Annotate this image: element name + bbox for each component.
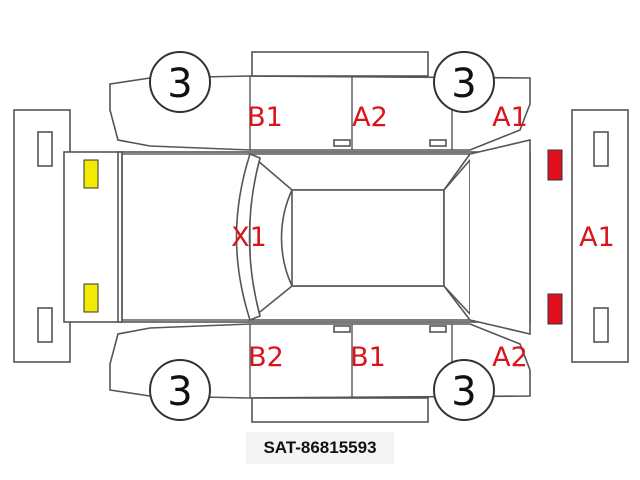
side-skirt-right	[251, 397, 429, 423]
rear-bumper	[571, 109, 629, 363]
wheel-grade-rear-left: 3	[451, 61, 476, 107]
damage-code-rear-door-left: A2	[352, 102, 388, 133]
wheel-rear-right: 3	[433, 359, 495, 421]
damage-code-rear-door-right: B1	[350, 342, 386, 373]
wheel-front-right: 3	[149, 359, 211, 421]
front-lamp-bottom	[83, 283, 99, 313]
side-skirt-left	[251, 51, 429, 77]
damage-code-front-door-left: B1	[247, 102, 283, 133]
wheel-grade-front-left: 3	[167, 61, 192, 107]
damage-code-rear-fender-left: A1	[492, 102, 528, 133]
rear-lamp-top	[547, 149, 563, 181]
damage-code-rear-bumper: A1	[579, 222, 615, 253]
wheel-grade-rear-right: 3	[451, 369, 476, 415]
stock-number: SAT-86815593	[246, 432, 394, 464]
wheel-front-left: 3	[149, 51, 211, 113]
damage-code-roof: X1	[231, 222, 267, 253]
side-profile-left	[109, 75, 531, 151]
wheel-grade-front-right: 3	[167, 369, 192, 415]
damage-code-rear-fender-right: A2	[492, 342, 528, 373]
damage-code-front-door-right: B2	[248, 342, 284, 373]
rear-lamp-bottom	[547, 293, 563, 325]
front-lamp-top	[83, 159, 99, 189]
front-bumper	[13, 109, 71, 363]
wheel-rear-left: 3	[433, 51, 495, 113]
cabin-roof	[235, 138, 531, 336]
